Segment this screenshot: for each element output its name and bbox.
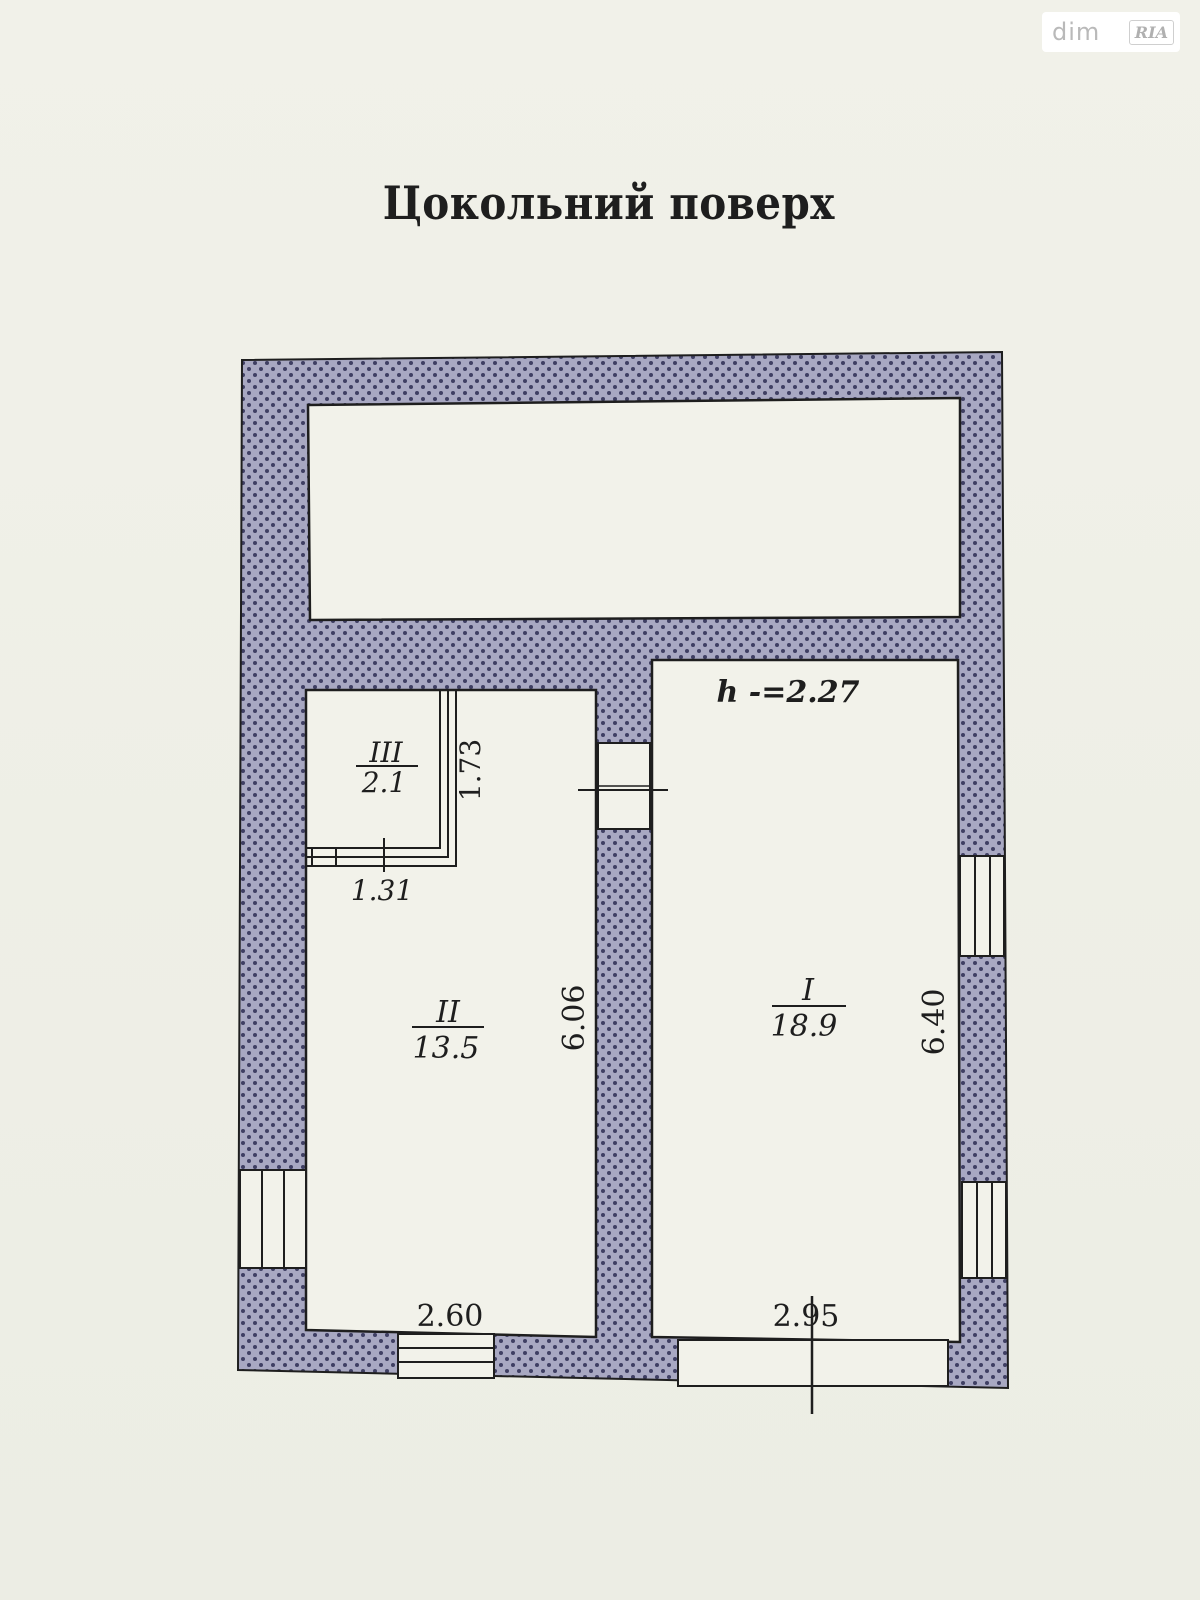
room-2 (304, 688, 598, 1339)
door-entrance (677, 1296, 949, 1414)
dim-room1-width: 2.95 (773, 1299, 840, 1334)
ceiling-height-label: h -=2.27 (717, 675, 860, 710)
wall-structure (236, 350, 1010, 1390)
watermark-brand: dim (1052, 18, 1101, 46)
door-interior (578, 742, 668, 830)
dim-room2-width: 2.60 (417, 1299, 484, 1334)
room-1 (650, 658, 962, 1344)
room-3-area: 2.1 (361, 766, 407, 799)
room-1-number: I (801, 973, 815, 1008)
room-1-area: 18.9 (771, 1009, 838, 1044)
dim-room1-length: 6.40 (917, 989, 952, 1056)
room-2-number: II (435, 995, 461, 1030)
window-bottom (397, 1333, 495, 1379)
room-labels: III 2.1 II 13.5 I 18.9 h -=2.27 (356, 675, 860, 1066)
room-2-area: 13.5 (413, 1031, 480, 1066)
window-left (239, 1169, 307, 1269)
dimria-watermark: dim RIA (1042, 12, 1180, 52)
dim-room2-length: 6.06 (557, 985, 592, 1052)
room-3-partition (306, 690, 457, 867)
dim-room3-width: 1.31 (351, 874, 413, 907)
page-title: Цокольний поверх (382, 176, 835, 230)
room-top-unlabelled (306, 396, 962, 622)
dim-room3-length: 1.73 (454, 739, 487, 801)
dimension-labels: 1.73 1.31 6.06 2.60 6.40 2.95 (351, 739, 952, 1334)
openings (239, 742, 1007, 1414)
room-3-number: III (368, 736, 403, 769)
watermark-ria-logo: RIA (1128, 19, 1174, 45)
window-right-lower (961, 1181, 1007, 1279)
window-right-upper (959, 855, 1005, 957)
